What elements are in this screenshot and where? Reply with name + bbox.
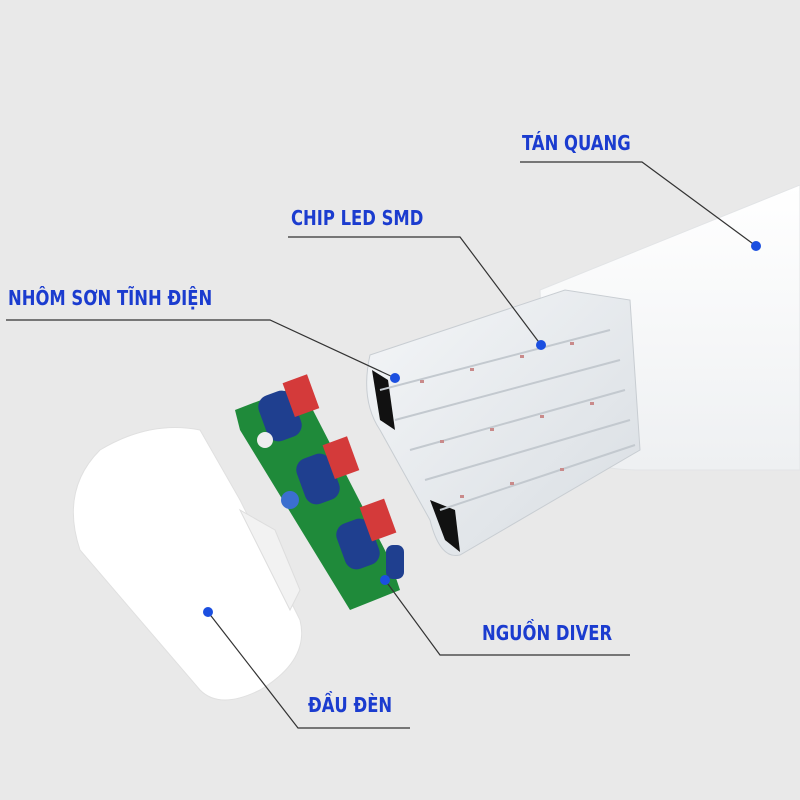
dot-chip (536, 340, 546, 350)
label-end-cap: ĐẦU ĐÈN (308, 693, 393, 717)
label-driver: NGUỒN DIVER (482, 621, 613, 645)
dot-driver (380, 575, 390, 585)
label-aluminum: NHÔM SƠN TĨNH ĐIỆN (8, 286, 213, 310)
aluminum-housing (366, 289, 641, 557)
dot-aluminum (390, 373, 400, 383)
end-cap (72, 427, 303, 701)
marker-dots (203, 241, 761, 617)
dot-endcap (203, 607, 213, 617)
driver-pcb (235, 374, 404, 610)
leader-lines (6, 161, 757, 729)
label-diffuser: TÁN QUANG (522, 131, 631, 155)
label-chip-led: CHIP LED SMD (291, 206, 424, 230)
dot-diffuser (751, 241, 761, 251)
